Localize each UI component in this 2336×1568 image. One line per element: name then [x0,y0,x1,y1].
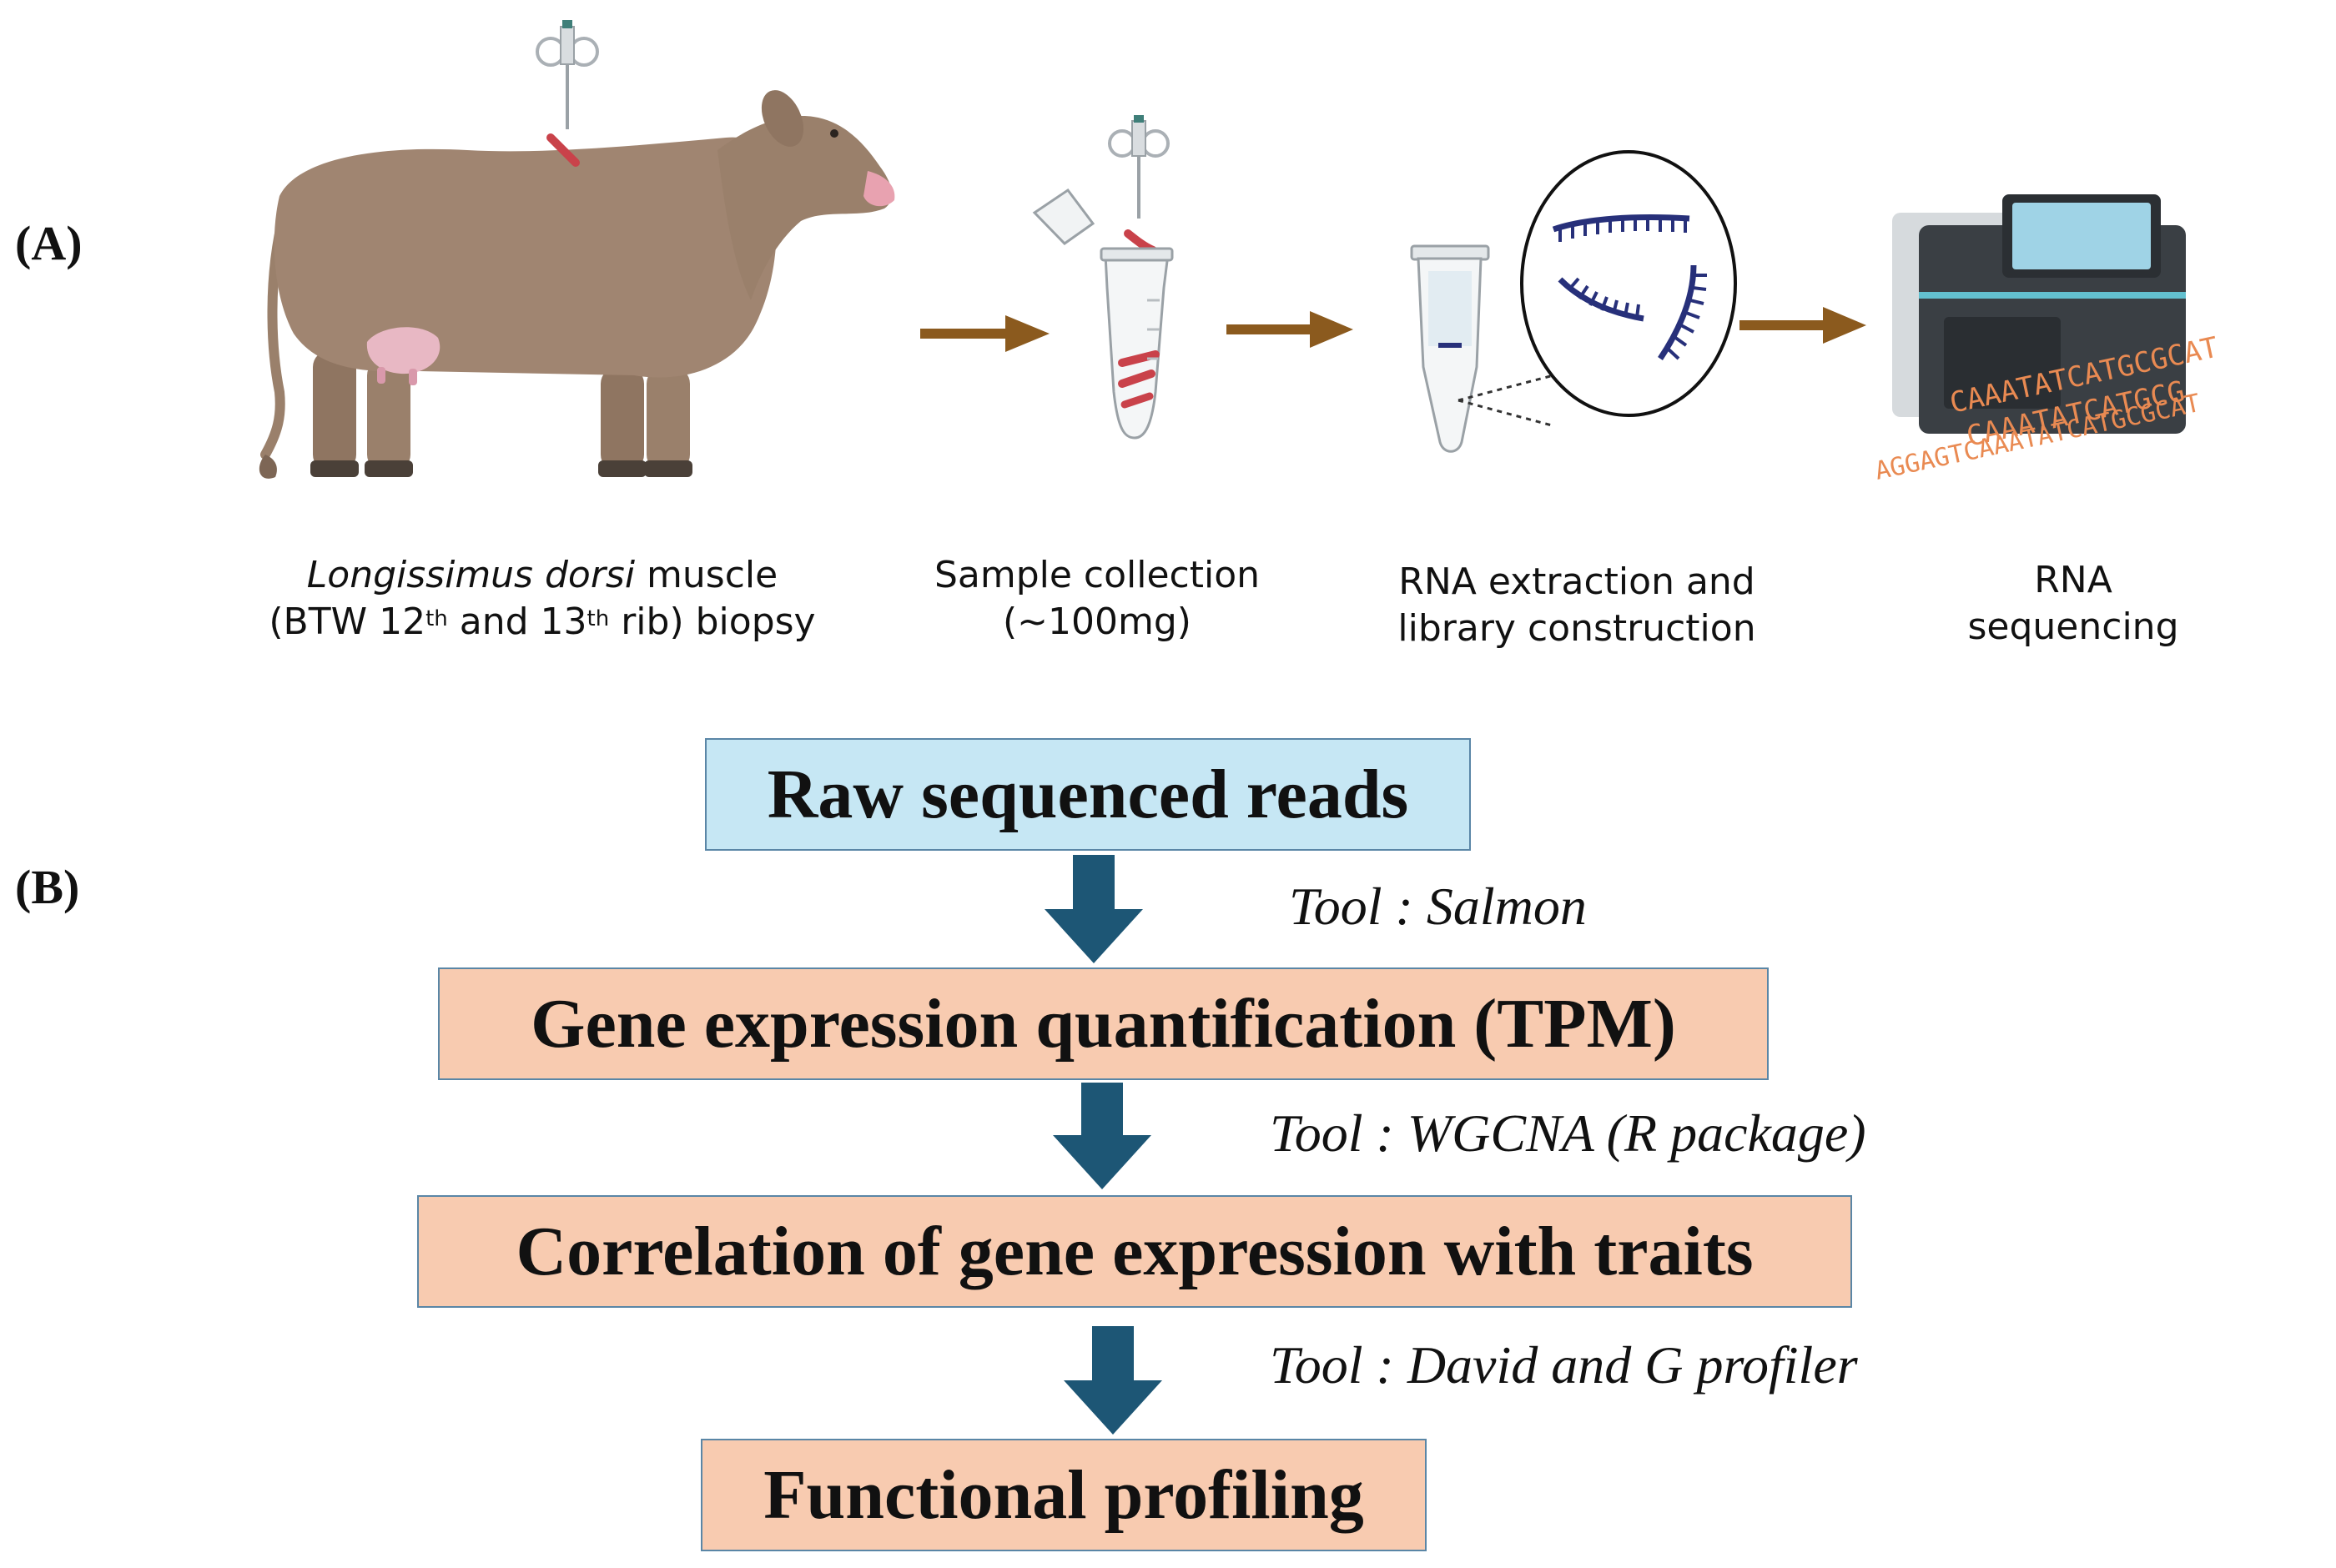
caption-rna-extraction-line1: RNA extraction and [1398,560,1755,603]
box-raw-reads-label: Raw sequenced reads [767,756,1409,833]
arrow-2 [1226,311,1353,348]
box-functional-profiling-label: Functional profiling [763,1456,1364,1534]
caption-biopsy-sup2: th [587,606,610,631]
box-correlation-label: Correlation of gene expression with trai… [516,1213,1754,1290]
caption-rna-sequencing: RNA sequencing [1919,557,2228,651]
workflow-illustration: CAAATATCATGCGCAT CAAATATCATGCG AGGAGTCAA… [259,20,2221,486]
caption-rna-sequencing-line2: sequencing [1967,606,2179,648]
arrow-3 [1739,307,1866,344]
panel-b-label: (B) [15,860,80,914]
caption-rna-sequencing-line1: RNA [2034,559,2112,601]
caption-biopsy-italic: Longissimus dorsi [306,554,636,596]
panel-a-label: (A) [15,216,83,270]
box-raw-reads: Raw sequenced reads [705,738,1471,851]
tool-david-gprofiler: Tool : David and G profiler [1270,1335,1858,1395]
caption-sample-line2: (~100mg) [1003,601,1191,643]
sample-tube-illustration [1032,115,1174,440]
down-arrow-1 [1045,855,1143,963]
caption-biopsy-l2c: rib) biopsy [609,601,816,643]
caption-biopsy-l2b: and 13 [447,601,587,643]
caption-rna-extraction: RNA extraction and library construction [1352,559,1802,652]
sequencer-illustration [1892,194,2186,434]
caption-biopsy-sup1: th [425,606,448,631]
box-correlation: Correlation of gene expression with trai… [417,1195,1852,1308]
box-gene-expression: Gene expression quantification (TPM) [438,967,1769,1080]
caption-sample: Sample collection (~100mg) [897,552,1297,646]
tool-salmon: Tool : Salmon [1289,877,1587,936]
caption-biopsy-l2a: (BTW 12 [269,601,426,643]
caption-biopsy-rest: muscle [635,554,778,596]
down-arrow-2 [1053,1083,1151,1189]
arrow-1 [920,315,1050,352]
tool-wgcna: Tool : WGCNA (R package) [1270,1103,1866,1163]
down-arrow-3 [1064,1326,1162,1435]
box-gene-expression-label: Gene expression quantification (TPM) [531,985,1676,1063]
caption-biopsy: Longissimus dorsi muscle (BTW 12th and 1… [225,552,859,646]
box-functional-profiling: Functional profiling [701,1439,1427,1551]
caption-sample-line1: Sample collection [934,554,1261,596]
caption-rna-extraction-line2: library construction [1397,607,1756,650]
rna-tube-illustration [1410,150,1737,453]
cow-illustration [259,20,895,479]
